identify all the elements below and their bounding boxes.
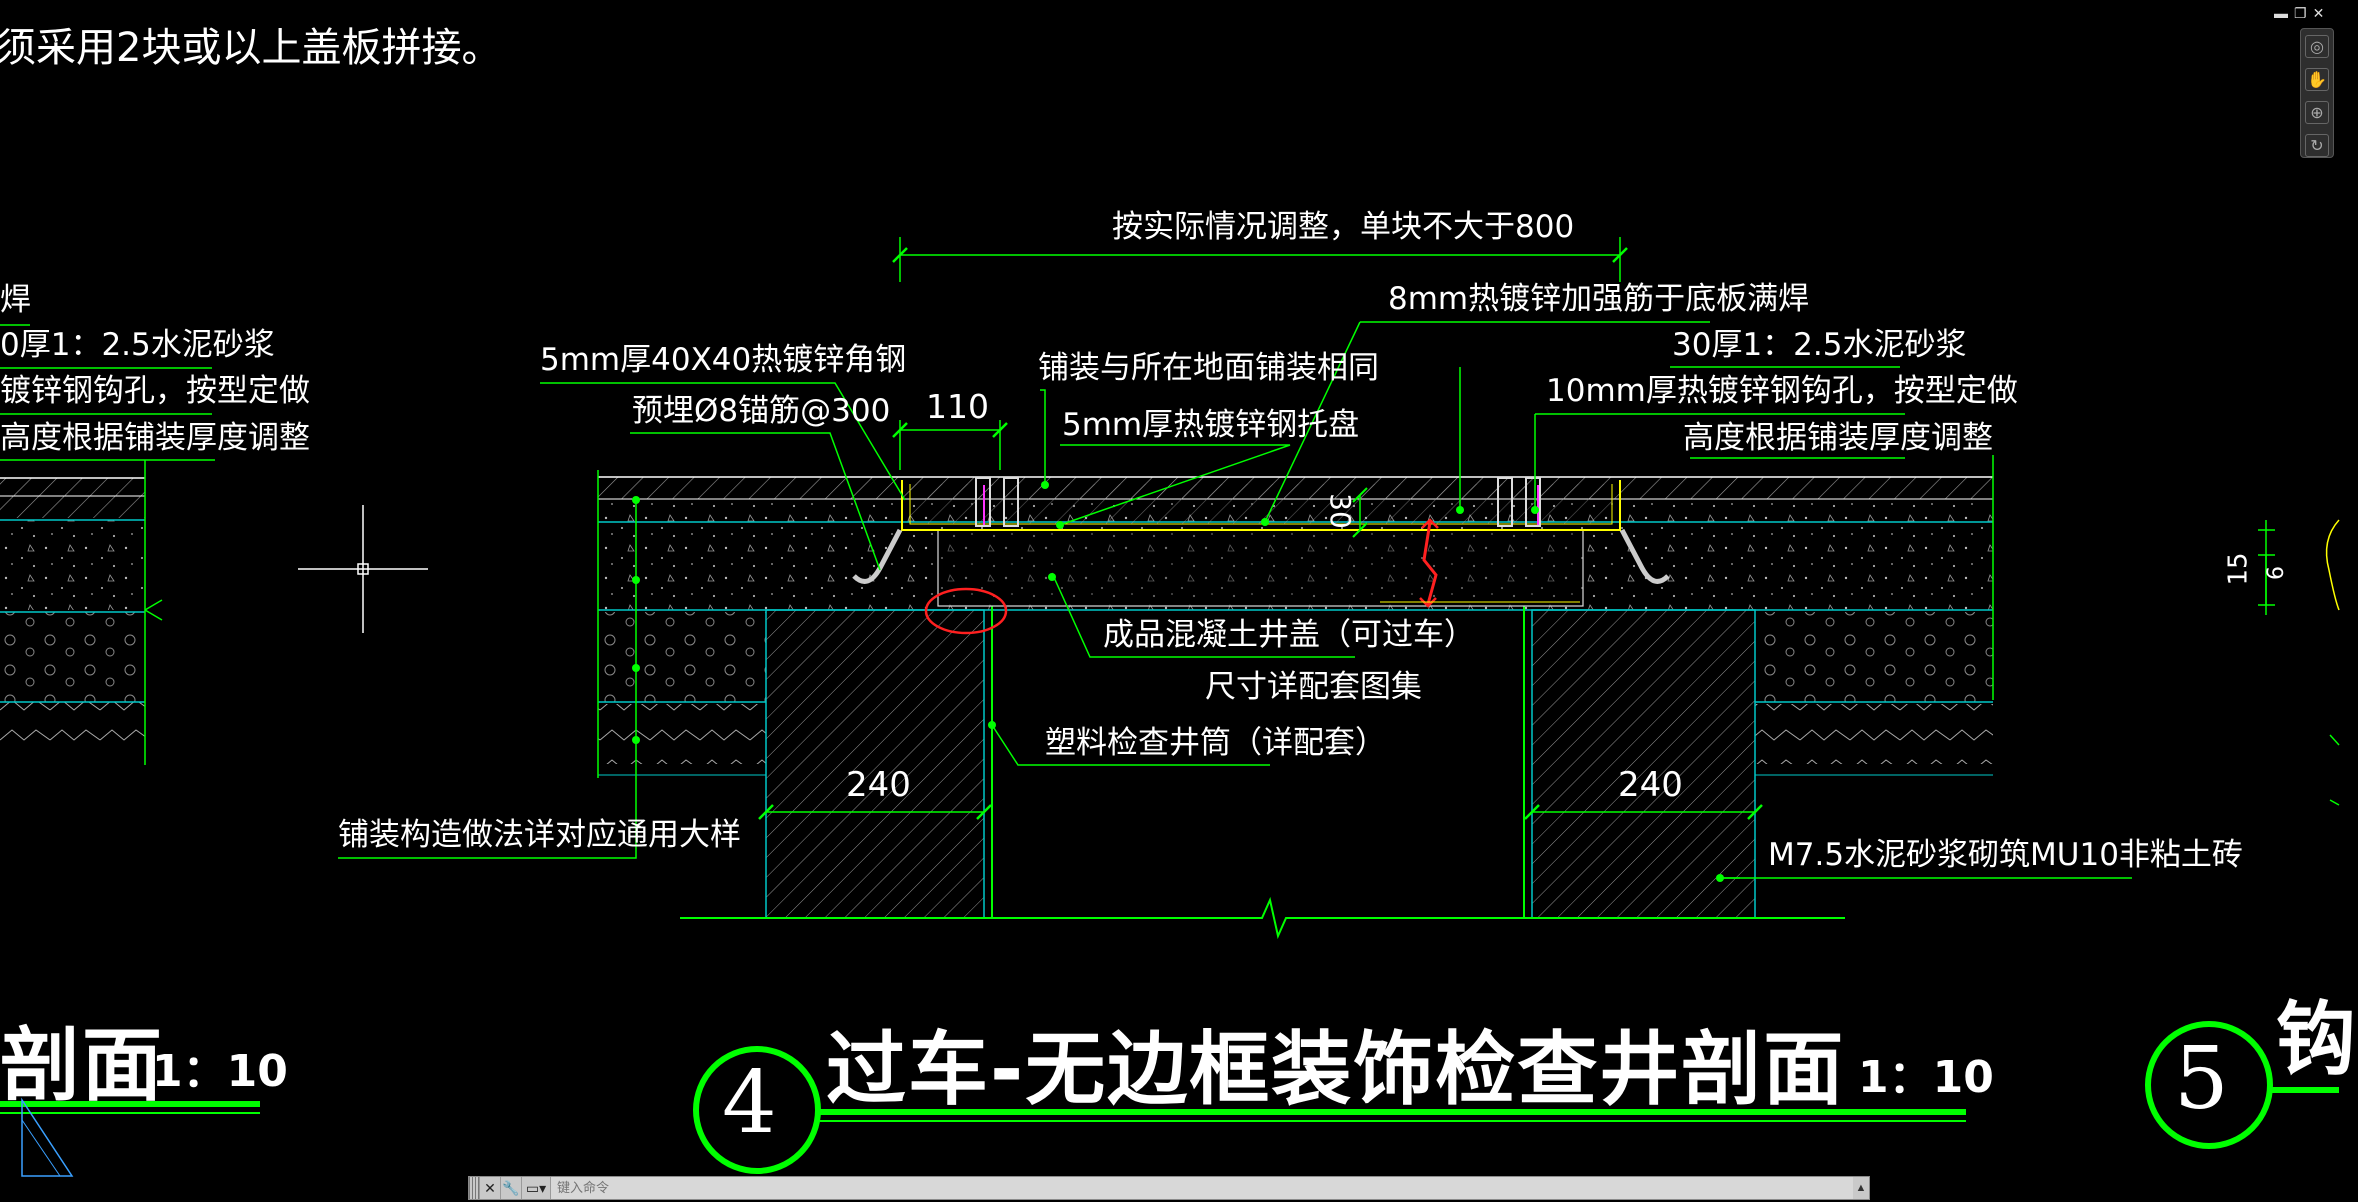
section-number-5: 5 xyxy=(2174,1029,2229,1129)
dim-15: 15 xyxy=(2223,552,2254,586)
close-window-icon[interactable]: ✕ xyxy=(2312,5,2325,21)
label-plastic-shaft: 塑料检查井筒（详配套） xyxy=(1045,725,1386,761)
close-icon[interactable]: ✕ xyxy=(480,1177,501,1199)
label-cover: 成品混凝土井盖（可过车） xyxy=(1103,617,1475,653)
left-height-label: 高度根据铺装厚度调整 xyxy=(0,420,310,456)
label-hook: 10mm厚热镀锌钢钩孔，按型定做 xyxy=(1546,373,2018,409)
orbit-icon[interactable]: ↻ xyxy=(2305,134,2329,157)
label-anchor: 预埋Ø8锚筋@300 xyxy=(632,393,891,429)
wrench-icon[interactable]: 🔧 xyxy=(501,1177,522,1199)
main-detail xyxy=(338,237,2132,1174)
zoom-icon[interactable]: ⊕ xyxy=(2305,101,2329,124)
command-history-icon[interactable]: ▭▾ xyxy=(522,1177,551,1199)
label-mortar: 30厚1：2.5水泥砂浆 xyxy=(1672,327,1967,363)
command-bar-grip[interactable] xyxy=(469,1177,480,1199)
label-rebar-weld: 8mm热镀锌加强筋于底板满焊 xyxy=(1388,281,1810,317)
dim-overall: 按实际情况调整，单块不大于800 xyxy=(1112,209,1575,245)
navigation-bar: ◎ ✋ ⊕ ↻ xyxy=(2300,28,2334,158)
right-section-title: 钩 xyxy=(2276,993,2358,1086)
main-section-scale: 1：10 xyxy=(1858,1052,1994,1103)
crosshair-cursor xyxy=(298,505,428,633)
label-masonry: M7.5水泥砂浆砌筑MU10非粘土砖 xyxy=(1768,837,2243,873)
right-detail xyxy=(2145,519,2340,1149)
top-note: 须采用2块或以上盖板拼接。 xyxy=(0,25,502,71)
dim-110: 110 xyxy=(926,387,989,426)
left-mortar-label: 0厚1：2.5水泥砂浆 xyxy=(0,327,275,363)
label-tray: 5mm厚热镀锌钢托盘 xyxy=(1062,407,1360,443)
left-weld-label: 焊 xyxy=(0,282,31,318)
window-controls: ▬ ❐ ✕ xyxy=(2274,6,2324,20)
command-input[interactable] xyxy=(551,1177,1853,1199)
label-angle-steel: 5mm厚40X40热镀锌角钢 xyxy=(540,342,907,378)
dim-240-right: 240 xyxy=(1618,765,1683,805)
main-section-title: 过车-无边框装饰检查井剖面 xyxy=(826,1023,1846,1116)
left-detail xyxy=(0,324,260,1177)
dim-30: 30 xyxy=(1323,493,1357,529)
pan-icon[interactable]: ✋ xyxy=(2305,68,2329,91)
label-height-adjust: 高度根据铺装厚度调整 xyxy=(1683,420,1993,456)
command-line-bar: ✕ 🔧 ▭▾ ▲ xyxy=(468,1176,1870,1200)
steering-wheel-icon[interactable]: ◎ xyxy=(2305,35,2329,58)
left-hook-label: 镀锌钢钩孔，按型定做 xyxy=(0,373,310,409)
left-section-scale: 1：10 xyxy=(152,1046,288,1097)
restore-icon[interactable]: ❐ xyxy=(2294,5,2307,21)
label-cover-detail: 尺寸详配套图集 xyxy=(1205,669,1422,705)
label-paving-same: 铺装与所在地面铺装相同 xyxy=(1038,350,1379,386)
minimize-icon[interactable]: ▬ xyxy=(2274,5,2288,21)
scroll-up-icon[interactable]: ▲ xyxy=(1855,1182,1867,1194)
label-paving-ref: 铺装构造做法详对应通用大样 xyxy=(338,817,741,853)
dim-240-left: 240 xyxy=(846,765,911,805)
dim-6: 6 xyxy=(2264,566,2289,580)
left-section-title: 剖面 xyxy=(0,1019,164,1112)
section-number-4: 4 xyxy=(722,1053,777,1153)
